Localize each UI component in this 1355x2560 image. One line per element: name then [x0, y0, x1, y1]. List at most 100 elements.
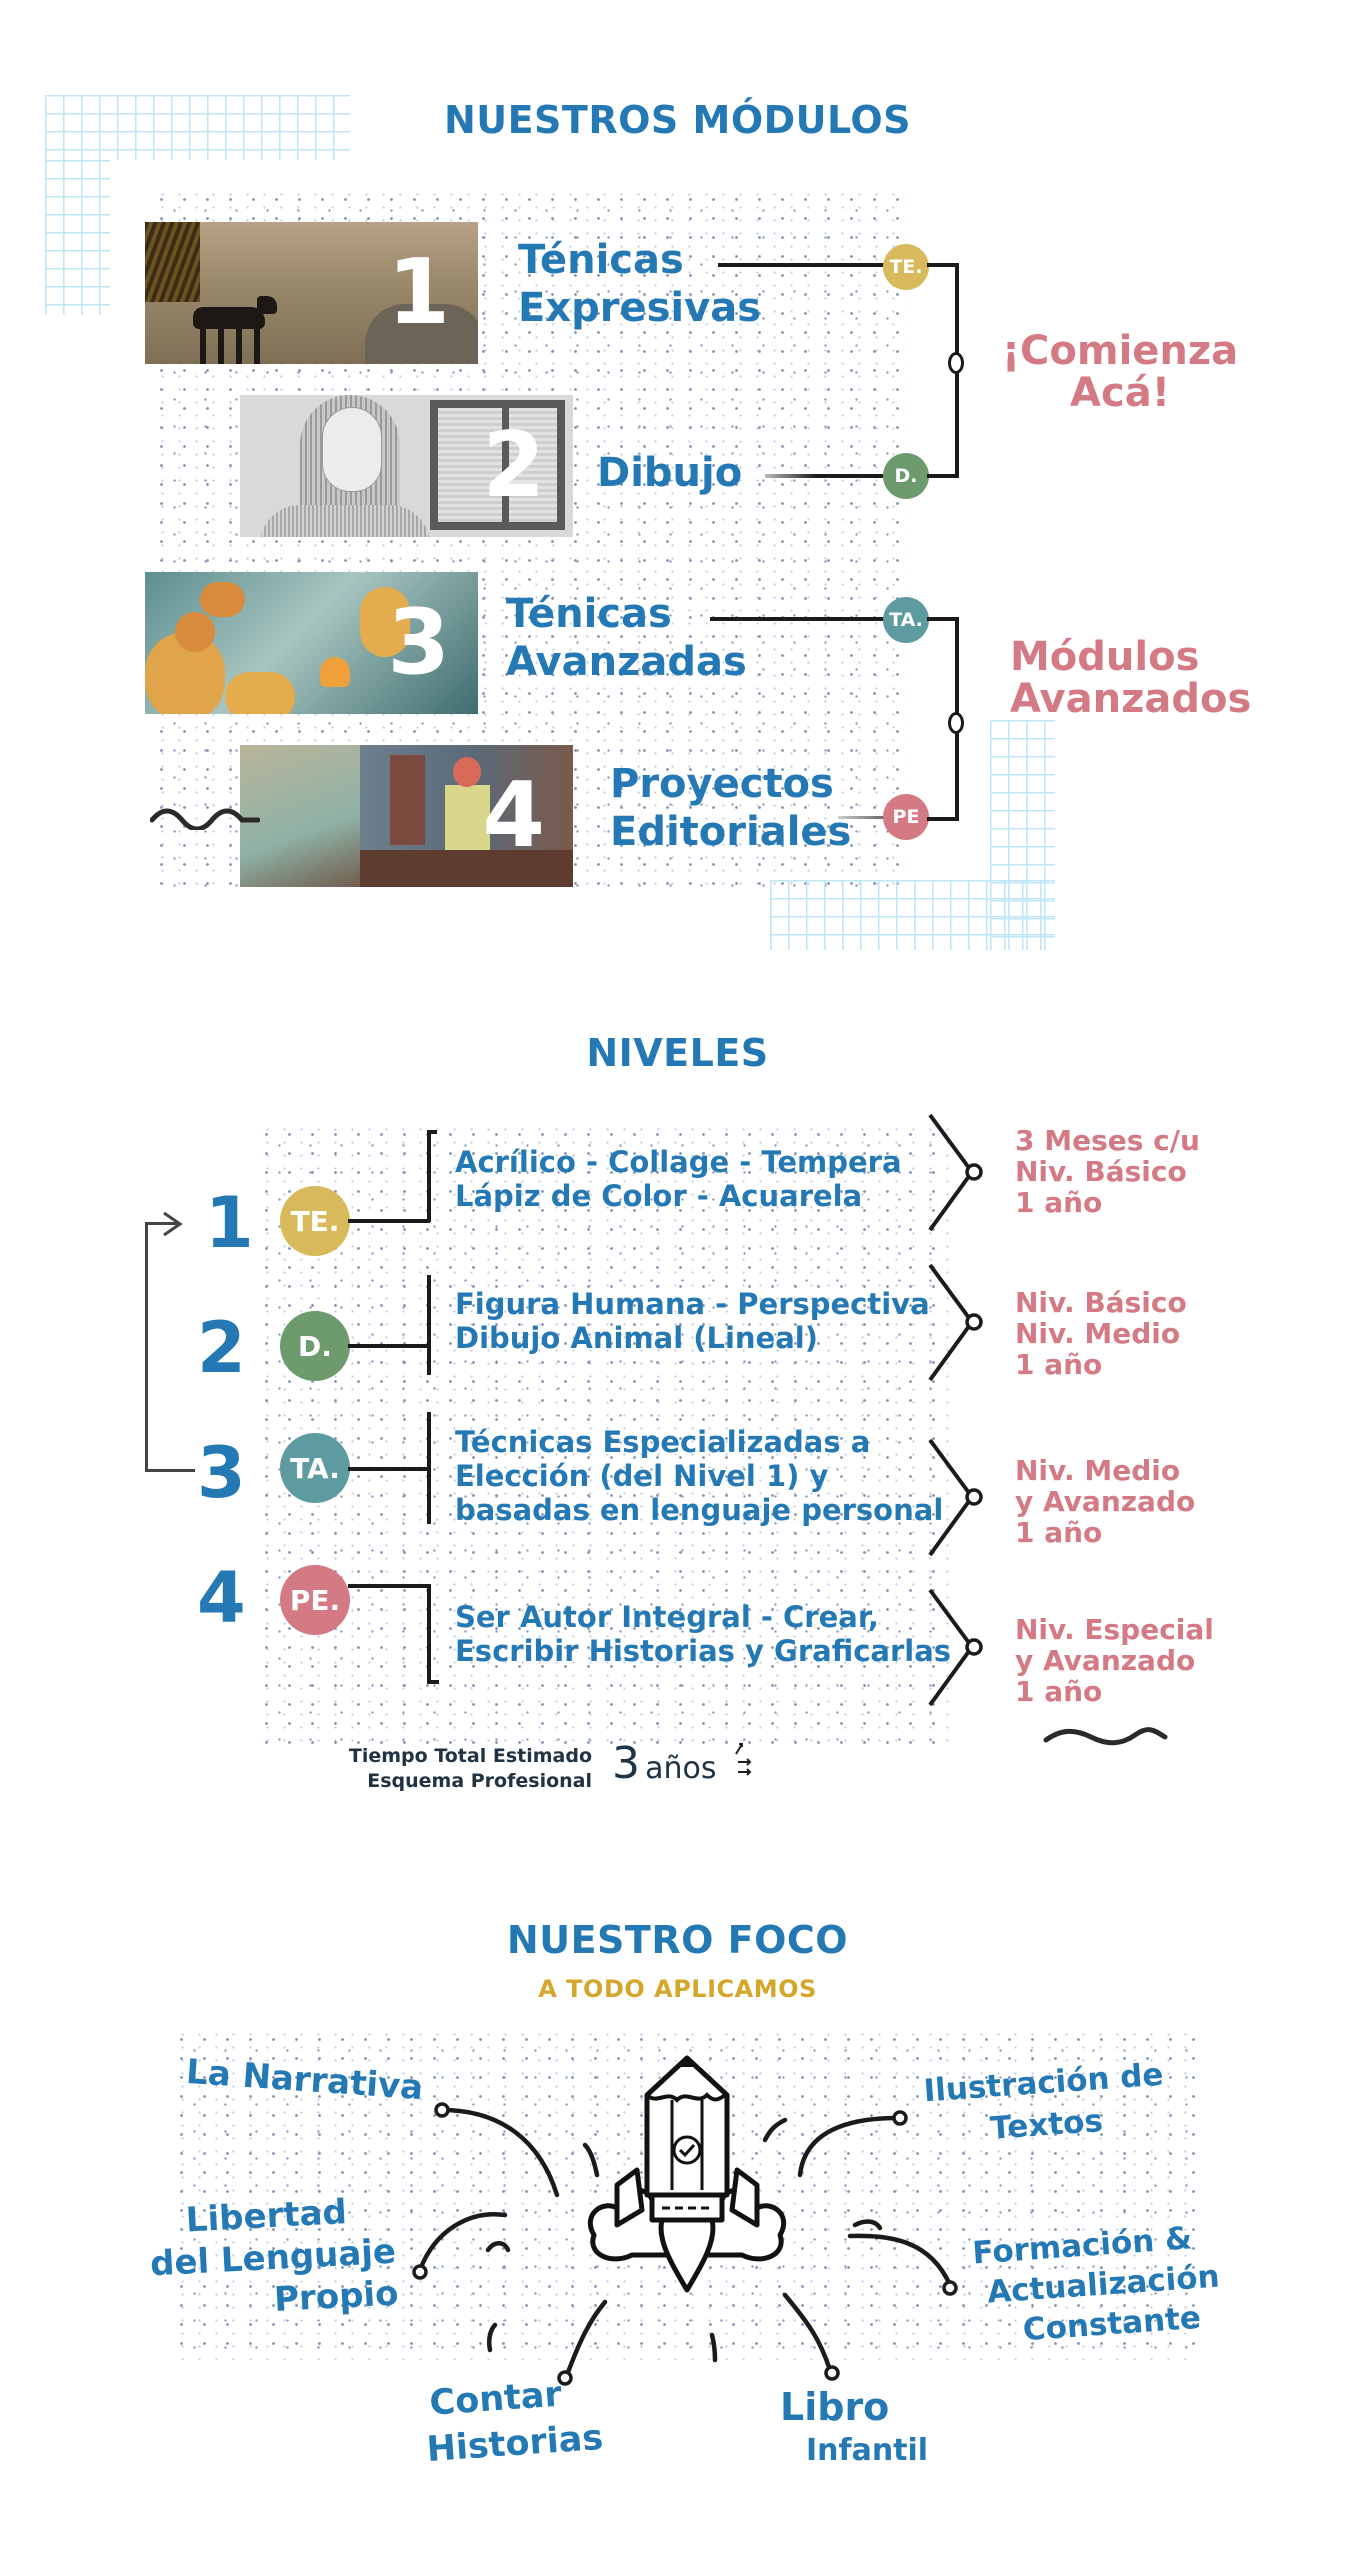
level-1-number: 1 — [205, 1182, 254, 1264]
module-3-badge[interactable]: TA. — [883, 597, 929, 643]
module-3-title-line2: Avanzadas — [506, 639, 747, 685]
level-2-meta-line2: Niv. Medio — [1015, 1317, 1181, 1350]
level-1-meta-level: Niv. Básico — [1015, 1155, 1187, 1188]
desk-area — [240, 745, 360, 887]
portrait-shoulders — [260, 505, 430, 537]
bracket-2-knot — [948, 712, 964, 734]
level-4-meta-total: 1 año — [1015, 1675, 1103, 1708]
level-2-description: Figura Humana - Perspectiva Dibujo Anima… — [455, 1287, 930, 1355]
level-2-chevron — [928, 1263, 983, 1382]
module-1-badge[interactable]: TE. — [883, 244, 929, 290]
niveles-title: NIVELES — [586, 1031, 769, 1075]
module-2-title[interactable]: Dibujo — [597, 449, 742, 497]
level-1-connector — [348, 1219, 430, 1223]
bracket-2-top — [927, 617, 959, 621]
foco-ilustracion: Ilustración de Textos — [922, 2054, 1167, 2155]
level-4-number: 4 — [197, 1557, 246, 1639]
speckle-texture-niveles — [255, 1125, 955, 1745]
module-3-image[interactable]: 3 — [145, 572, 478, 714]
total-time-value: 3 años — [612, 1738, 716, 1789]
level-3-meta-line2: y Avanzado — [1015, 1485, 1196, 1518]
module-2-badge[interactable]: D. — [883, 453, 929, 499]
level-4-meta-line2: y Avanzado — [1015, 1644, 1196, 1677]
squiggle-decoration-right — [1043, 1727, 1168, 1746]
level-4-bracket — [427, 1584, 431, 1684]
level-3-badge[interactable]: TA. — [280, 1433, 350, 1503]
tree-shape — [145, 222, 200, 302]
level-2-meta: Niv. Básico Niv. Medio 1 año — [1015, 1287, 1187, 1380]
level-1-bracket-top — [427, 1130, 437, 1134]
foco-libro-infantil: Libro Infantil — [780, 2385, 928, 2473]
level-3-meta: Niv. Medio y Avanzado 1 año — [1015, 1455, 1195, 1548]
portrait-face — [322, 407, 382, 492]
rock-shape — [365, 304, 478, 364]
module-4-title-line1: Proyectos — [610, 761, 834, 807]
comienza-line2: Acá! — [1070, 370, 1170, 416]
level-1-line2: Lápiz de Color - Acuarela — [455, 1179, 863, 1213]
level-2-line1: Figura Humana - Perspectiva — [455, 1287, 930, 1321]
module-1-number: 1 — [387, 240, 450, 345]
connector-line-3 — [710, 617, 893, 621]
modulos-avanzados-label: Módulos Avanzados — [1010, 636, 1251, 720]
wolf-silhouette — [193, 307, 265, 329]
fire — [320, 657, 350, 687]
level-1-meta-duration: 3 Meses c/u — [1015, 1124, 1200, 1157]
mouse-3 — [200, 582, 245, 617]
libro-line1: Libro — [780, 2385, 890, 2429]
loop-line-top — [145, 1222, 177, 1225]
module-1-title-line2: Expresivas — [518, 285, 762, 331]
loop-line-vertical — [145, 1222, 148, 1472]
module-3-title[interactable]: Ténicas Avanzadas — [506, 590, 747, 686]
level-4-line1: Ser Autor Integral - Crear, — [455, 1600, 879, 1634]
module-2-title-line1: Dibujo — [597, 450, 743, 496]
foco-title: NUESTRO FOCO — [506, 1918, 849, 1962]
total-value-unit: años — [645, 1751, 717, 1786]
figure-left — [390, 755, 425, 845]
level-2-meta-total: 1 año — [1015, 1348, 1103, 1381]
loop-arrow-icon — [163, 1211, 183, 1237]
module-3-number: 3 — [387, 590, 450, 695]
total-label-line1: Tiempo Total Estimado — [348, 1745, 592, 1767]
canvas-bottom — [360, 850, 573, 887]
module-1-title[interactable]: Ténicas Expresivas — [518, 236, 761, 332]
grid-decoration-top-side — [45, 160, 110, 315]
foco-subtitle: A TODO APLICAMOS — [538, 1975, 817, 2003]
level-3-connector — [348, 1467, 430, 1471]
level-4-badge[interactable]: PE. — [280, 1565, 350, 1635]
module-4-image[interactable]: 4 — [240, 745, 573, 887]
module-4-badge[interactable]: PE — [883, 794, 929, 840]
avanzados-line2: Avanzados — [1010, 676, 1252, 722]
foco-libertad: Libertad del Lenguaje Propio — [147, 2189, 400, 2328]
level-3-description: Técnicas Especializadas a Elección (del … — [455, 1425, 943, 1527]
total-time-label: Tiempo Total Estimado Esquema Profesiona… — [330, 1744, 592, 1794]
module-2-image[interactable]: 2 — [240, 395, 573, 537]
figure-red-face — [453, 757, 481, 787]
module-2-number: 2 — [482, 413, 545, 518]
level-1-badge[interactable]: TE. — [280, 1186, 350, 1256]
level-2-number: 2 — [197, 1307, 246, 1389]
level-4-meta: Niv. Especial y Avanzado 1 año — [1015, 1614, 1214, 1707]
squiggle-decoration-left — [150, 808, 260, 830]
module-1-title-line1: Ténicas — [518, 237, 684, 283]
module-1-image[interactable]: 1 — [145, 222, 478, 364]
window-bar — [502, 400, 509, 530]
loop-line-bottom — [145, 1469, 195, 1472]
total-label-line2: Esquema Profesional — [367, 1770, 592, 1792]
module-4-title-line2: Editoriales — [610, 809, 852, 855]
level-1-chevron — [928, 1113, 983, 1232]
module-4-title[interactable]: Proyectos Editoriales — [610, 760, 851, 856]
bracket-1-knot — [948, 352, 964, 374]
bracket-1-top — [927, 263, 959, 267]
module-3-title-line1: Ténicas — [506, 591, 672, 637]
level-2-connector — [348, 1344, 430, 1348]
wolf-head — [257, 296, 277, 314]
grid-decoration-bottom — [770, 880, 1055, 950]
level-2-badge[interactable]: D. — [280, 1311, 350, 1381]
foco-connectors — [412, 2102, 958, 2386]
level-4-meta-line1: Niv. Especial — [1015, 1613, 1214, 1646]
level-3-meta-total: 1 año — [1015, 1516, 1103, 1549]
bracket-2-bottom — [927, 817, 959, 821]
connector-line-4 — [838, 816, 893, 819]
comienza-aca-label: ¡Comienza Acá! — [990, 330, 1250, 414]
modulos-title: NUESTROS MÓDULOS — [443, 98, 912, 142]
